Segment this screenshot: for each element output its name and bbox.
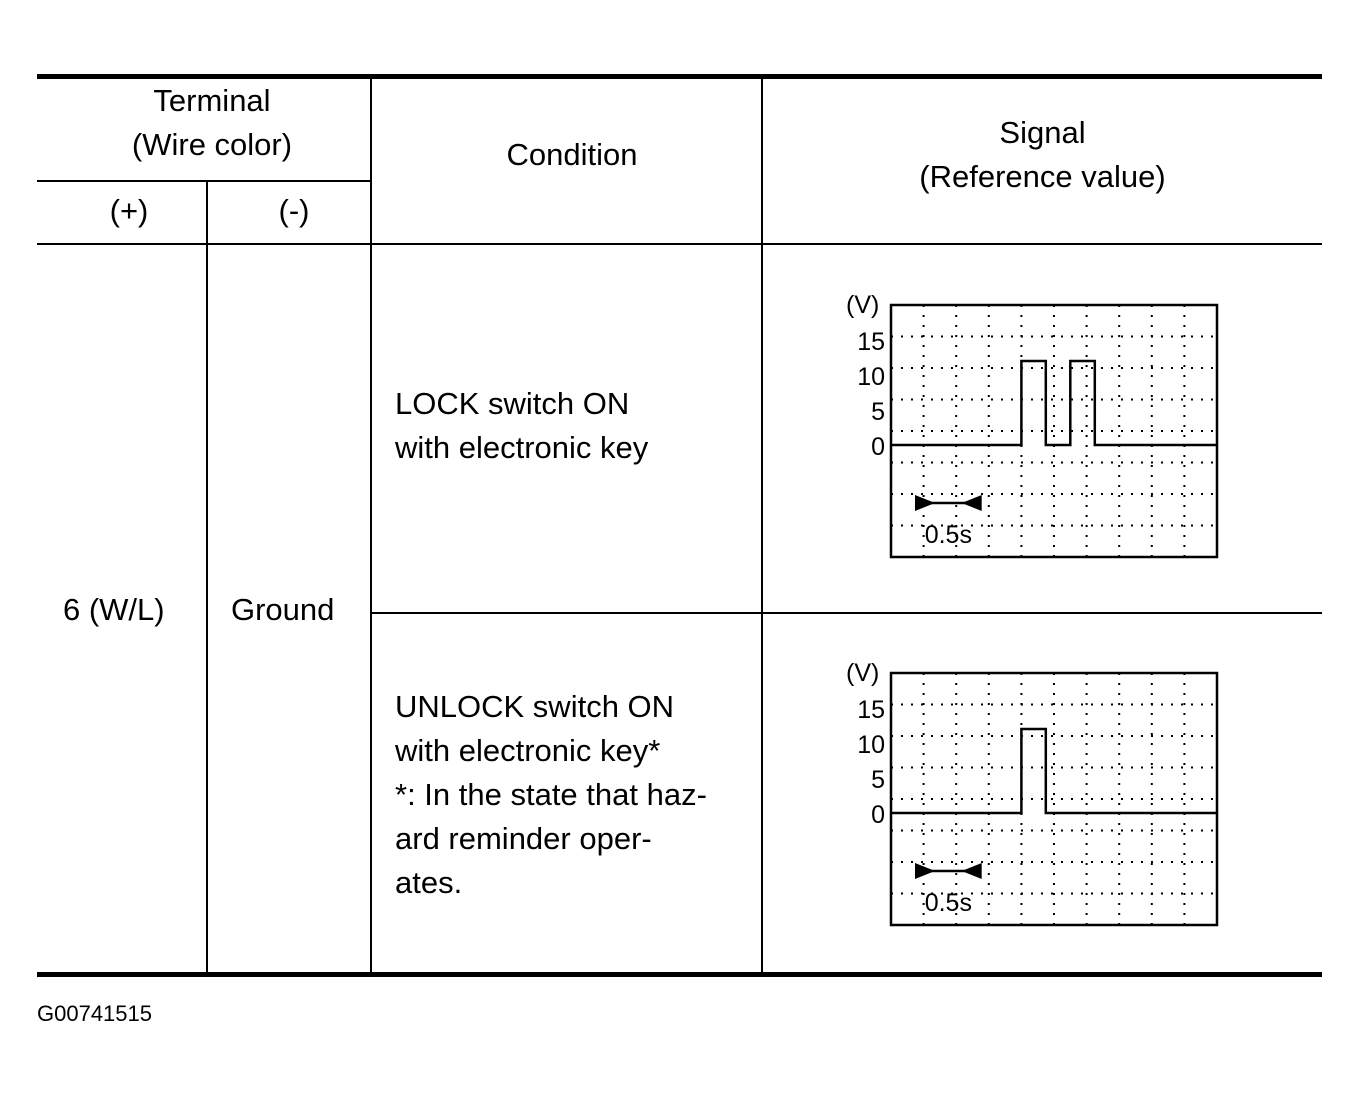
- chart-frame: [889, 303, 1219, 559]
- time-scale-arrow-right: [961, 863, 982, 879]
- col-divider-terminal-condition: [370, 77, 372, 974]
- y-tick-label: 10: [857, 363, 885, 391]
- header-condition: Condition: [506, 137, 638, 172]
- row-divider: [370, 612, 1322, 614]
- signal-chart-lock: (V) 15 10 5 0 0.5s: [846, 291, 1219, 559]
- y-tick-label: 0: [871, 433, 885, 461]
- header-reference-value: (Reference value): [919, 159, 1166, 194]
- terminal-minus-value: Ground: [231, 592, 335, 627]
- y-tick-label: 5: [871, 766, 885, 794]
- y-tick-label: 5: [871, 398, 885, 426]
- terminal-header-divider: [37, 180, 370, 182]
- condition-lock: LOCK switch ON with electronic key: [395, 382, 648, 470]
- figure-code: G00741515: [37, 1001, 152, 1026]
- y-tick-label: 15: [857, 328, 885, 356]
- table-top-rule: [37, 74, 1322, 79]
- condition-line: ard reminder oper-: [395, 821, 652, 856]
- header-wire-color: (Wire color): [131, 127, 293, 162]
- header-plus: (+): [109, 193, 149, 228]
- condition-line: with electronic key*: [395, 733, 661, 768]
- signal-chart-unlock: (V) 15 10 5 0 0.5s: [846, 659, 1219, 927]
- header-minus: (-): [278, 193, 310, 228]
- table-bottom-rule: [37, 972, 1322, 977]
- y-tick-label: 10: [857, 731, 885, 759]
- chart-frame: [889, 671, 1219, 927]
- header-bottom-rule: [37, 243, 1322, 245]
- condition-unlock: UNLOCK switch ON with electronic key* *:…: [395, 685, 707, 905]
- signal-trace: [891, 727, 1217, 815]
- terminal-plus-value: 6 (W/L): [63, 592, 165, 627]
- signal-trace: [891, 359, 1217, 447]
- time-scale-arrow-left: [915, 863, 935, 879]
- col-divider-plus-minus: [206, 180, 208, 974]
- col-divider-condition-signal: [761, 77, 763, 974]
- condition-line: *: In the state that haz-: [395, 777, 707, 812]
- condition-line: with electronic key: [395, 430, 649, 465]
- condition-line: ates.: [395, 865, 463, 900]
- time-scale-arrow-right: [961, 495, 982, 511]
- time-scale-label: 0.5s: [925, 521, 972, 549]
- y-unit-label: (V): [846, 291, 879, 319]
- time-scale-label: 0.5s: [925, 889, 972, 917]
- header-terminal: Terminal: [153, 83, 271, 118]
- header-signal: Signal: [999, 115, 1086, 150]
- y-tick-label: 15: [857, 696, 885, 724]
- y-unit-label: (V): [846, 659, 879, 687]
- y-tick-label: 0: [871, 801, 885, 829]
- time-scale-arrow-left: [915, 495, 935, 511]
- condition-line: LOCK switch ON: [395, 386, 630, 421]
- condition-line: UNLOCK switch ON: [395, 689, 675, 724]
